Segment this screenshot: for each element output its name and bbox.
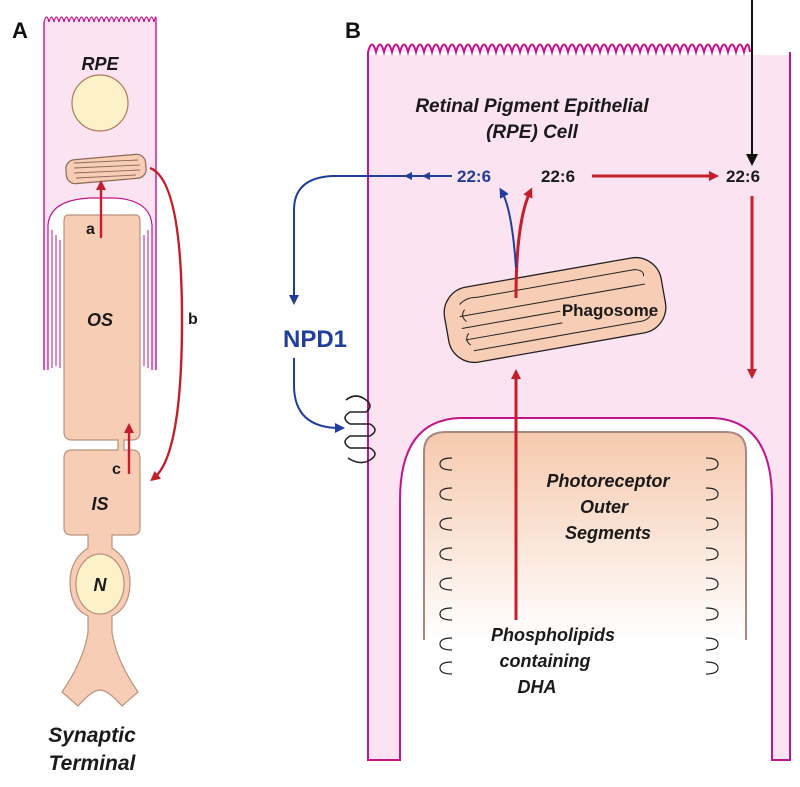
panel-b-arrow-npd1-to-membrane (293, 358, 345, 433)
panel-b-phospholipids-line2: containing (500, 651, 591, 671)
panel-b-rpe-title-line2: (RPE) Cell (486, 122, 579, 143)
panel-b-arrow-phagosome-to-blue-dha (499, 187, 517, 269)
panel-b-phagosome-label: Phagosome (562, 301, 658, 320)
panel-a-rpe-nucleus (71, 74, 129, 132)
panel-b-pos-line3: Segments (565, 523, 651, 543)
panel-b-blue-arrowheads (404, 172, 430, 180)
panel-b-arrow-dha-to-npd1 (289, 175, 452, 305)
panel-b-label: B (345, 18, 361, 43)
panel-b-npd1-label: NPD1 (283, 326, 347, 353)
panel-a-phagosome (65, 153, 147, 185)
panel-a-photoreceptor (61, 214, 141, 707)
panel-b-phospholipids-line1: Phospholipids (491, 625, 615, 645)
panel-b-rpe-cell (367, 43, 791, 761)
panel-b-receptor-icon (344, 395, 376, 464)
panel-a-arrow-b (149, 166, 184, 482)
panel-b-dha-center: 22:6 (541, 167, 575, 186)
panel-b-phospholipids-line3: DHA (518, 677, 557, 697)
panel-b-dha-right: 22:6 (726, 167, 760, 186)
panel-b-arrow-phagosome-to-dha (514, 187, 533, 299)
panel-a-synaptic-line1: Synaptic (48, 724, 136, 747)
panel-b-pos-line2: Outer (580, 497, 629, 517)
panel-b-pos-line1: Photoreceptor (546, 471, 670, 491)
panel-b-dha-blue: 22:6 (457, 167, 491, 186)
panel-b-phagosome (443, 256, 667, 364)
panel-a-os-label: OS (87, 310, 113, 330)
panel-b-rpe-title-line1: Retinal Pigment Epithelial (415, 96, 649, 117)
panel-a-rpe-label: RPE (81, 54, 119, 74)
panel-a-synaptic-line2: Terminal (49, 752, 137, 775)
panel-b-photoreceptor-outer-segments (423, 431, 747, 675)
panel-a-label: A (12, 18, 28, 43)
panel-a-is-label: IS (91, 494, 108, 514)
panel-a-arrow-b-label: b (188, 311, 198, 328)
panel-a-arrow-a-label: a (86, 221, 95, 238)
panel-a-arrow-c-label: c (112, 461, 121, 478)
panel-a-nucleus-label: N (94, 575, 108, 595)
